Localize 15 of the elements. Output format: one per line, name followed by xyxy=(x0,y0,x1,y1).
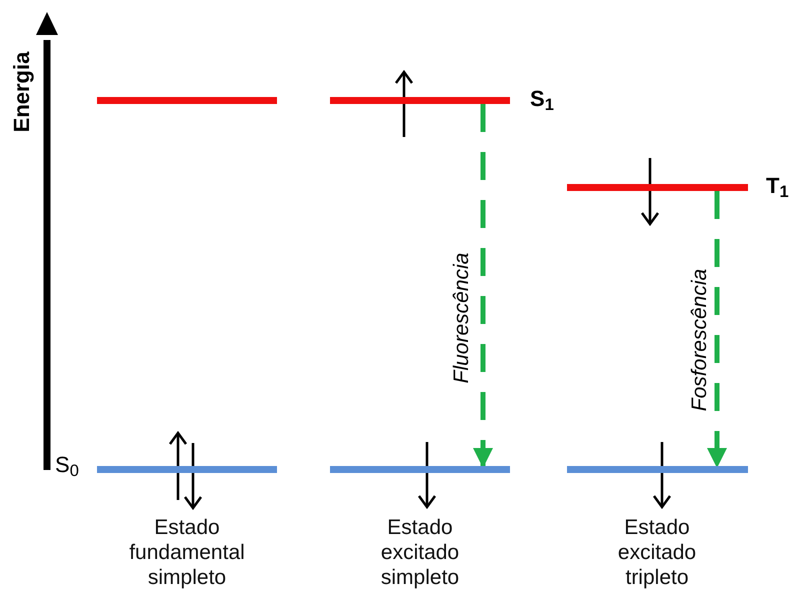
energy-level-bar xyxy=(97,466,277,473)
state-caption: Estado excitado simpleto xyxy=(380,515,460,590)
dashed-arrow xyxy=(707,191,727,468)
energy-level-bar xyxy=(330,97,510,104)
axis-label: Energia xyxy=(9,52,35,132)
energy-level-bar xyxy=(567,184,748,191)
state-caption: Estado excitado tripleto xyxy=(616,515,698,590)
state-caption: Estado fundamental simpleto xyxy=(128,515,246,590)
state-label: S$_{0}$ xyxy=(55,452,79,478)
dashed-arrow xyxy=(473,104,493,468)
energy-level-bar xyxy=(567,466,748,473)
state-label: T$_{1}$ xyxy=(766,173,789,199)
energy-level-bar xyxy=(97,97,277,104)
energy-level-bar xyxy=(330,466,510,473)
state-label: S$_{1}$ xyxy=(530,86,554,112)
